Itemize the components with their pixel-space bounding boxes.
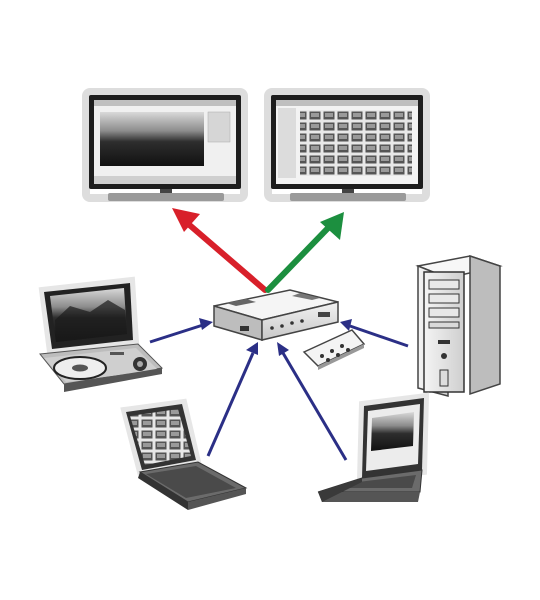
input-arrowhead-laptop-left: [246, 342, 258, 355]
input-arrow-tower: [349, 324, 409, 348]
monitor-icon: [82, 88, 248, 202]
connection-arrows: [149, 208, 409, 461]
desktop-tower-icon: [415, 254, 503, 397]
output-arrowhead-red: [172, 208, 200, 232]
input-arrowhead-tower: [340, 319, 352, 331]
remote-control-icon: [302, 329, 366, 370]
output-arrow-green: [265, 223, 333, 293]
output-arrow-red: [183, 219, 268, 293]
hdmi-switch-icon: [213, 289, 339, 341]
input-arrow-laptop-right: [281, 352, 348, 461]
laptop-icon: [120, 398, 248, 510]
input-arrowhead-laptop-right: [277, 342, 289, 356]
input-arrow-dvd: [149, 323, 204, 344]
output-arrowhead-green: [320, 212, 344, 240]
monitor-icon: [264, 88, 430, 202]
portable-dvd-player-icon: [38, 276, 164, 392]
input-arrow-laptop-left: [206, 352, 255, 457]
input-arrowhead-dvd: [199, 318, 213, 330]
laptop-icon: [317, 392, 430, 502]
